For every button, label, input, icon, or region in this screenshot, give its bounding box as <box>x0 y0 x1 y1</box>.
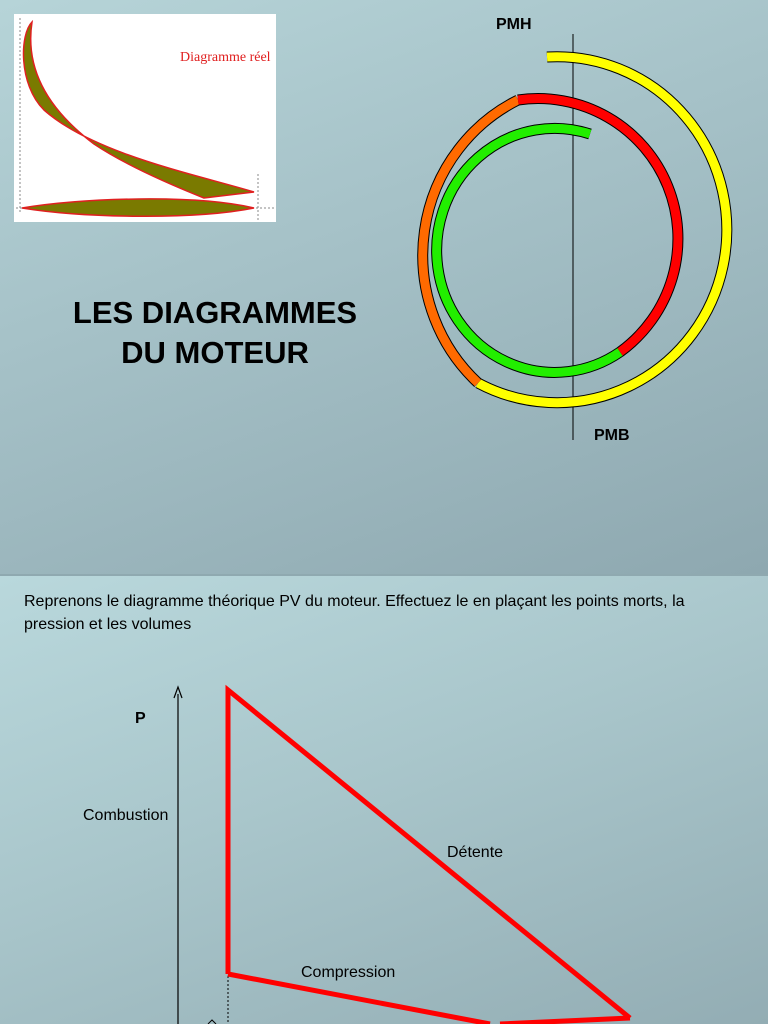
pmb-label: PMB <box>594 427 630 444</box>
pumping-loop <box>21 198 255 217</box>
combustion-arc <box>517 94 683 356</box>
exhaust-path <box>499 1015 631 1024</box>
intake-arc <box>475 52 732 408</box>
real-diagram-label: Diagramme réel <box>180 50 271 65</box>
pressure-axis-arrow <box>173 685 183 699</box>
page-title: LES DIAGRAMMES DU MOTEUR <box>30 293 400 373</box>
title-line-2: DU MOTEUR <box>121 335 309 370</box>
compression-label: Compression <box>301 964 396 981</box>
instruction-text: Reprenons le diagramme théorique PV du m… <box>24 593 685 633</box>
exhaust-arc <box>418 95 521 387</box>
real-diagram-thumbnail: Diagramme réel <box>14 14 276 222</box>
compression-arc <box>432 123 623 377</box>
expansion-loop <box>22 19 255 199</box>
compression-path <box>227 971 491 1024</box>
detente-label: Détente <box>447 844 504 861</box>
green-arc-outline <box>431 122 624 378</box>
real-diagram-graphic <box>16 18 274 220</box>
pressure-axis-label: P <box>135 710 146 727</box>
pv-diagram <box>173 684 632 1024</box>
pmh-label: PMH <box>496 16 532 33</box>
combustion-detente-path <box>225 684 632 1020</box>
cycle-circle-diagram <box>417 34 733 440</box>
slide-engine-diagrams: Diagramme réel LES DIAGRAMMES DU MOTEUR … <box>0 0 768 574</box>
slide-pv-diagram: Reprenons le diagramme théorique PV du m… <box>0 576 768 1024</box>
volume-axis-arrow <box>207 1019 217 1024</box>
title-line-1: LES DIAGRAMMES <box>72 295 358 330</box>
combustion-label: Combustion <box>83 807 169 824</box>
